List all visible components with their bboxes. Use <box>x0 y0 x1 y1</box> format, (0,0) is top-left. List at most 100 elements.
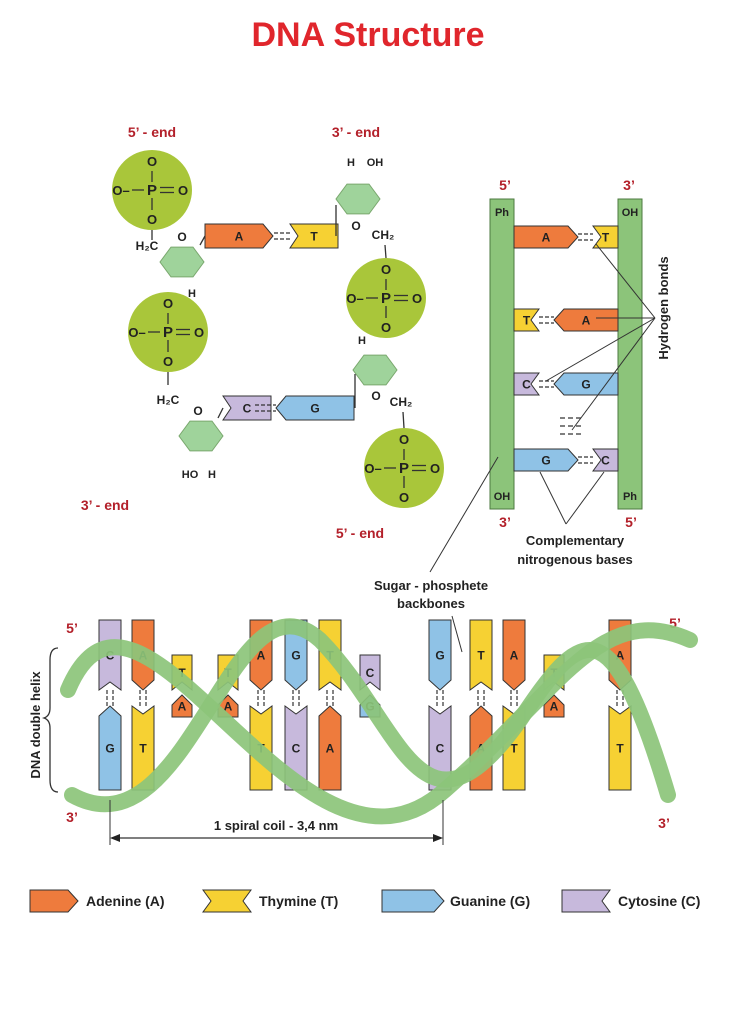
backbone-pointer-lower <box>451 615 463 653</box>
helix-pair-9-top-shape <box>469 619 493 691</box>
ladder-right-rail <box>617 198 643 510</box>
sugar-2-oxygen: O <box>193 404 202 418</box>
measure-label: 1 spiral coil - 3,4 nm <box>214 818 338 833</box>
hbond-pointer-1 <box>595 243 656 319</box>
ladder-top-right-label: 3’ <box>623 177 635 193</box>
sugar-3-oxygen: O <box>351 219 360 233</box>
legend-swatch-thymine <box>202 889 252 913</box>
helix-side-bracket <box>41 647 59 793</box>
legend-item-guanine: Guanine (G) <box>381 889 530 913</box>
helix-pair-4-top-letter: A <box>257 649 266 663</box>
chain-base-guanine: G <box>275 395 355 421</box>
phosphate-2-o-left: O– <box>128 325 145 340</box>
phosphate-2-p: P <box>163 324 173 341</box>
right-chain-top-end-label: 3’ - end <box>332 124 380 140</box>
phosphate-4-p: P <box>399 460 409 477</box>
phosphate-4-o-right: O <box>430 461 440 476</box>
phosphate-4-o-left: O– <box>364 461 381 476</box>
ladder-rail-top-right: OH <box>622 207 639 219</box>
ladder-bottom-left-label: 3’ <box>499 514 511 530</box>
helix-pair-0-bottom: G <box>98 705 122 791</box>
chain-base-cytosine-shape <box>222 395 272 421</box>
helix-pair-5-top-shape <box>284 619 308 691</box>
right-chain-bottom-end-label: 5’ - end <box>336 525 384 541</box>
sugar-2 <box>178 420 224 452</box>
hbond-pointer-3 <box>545 317 656 382</box>
helix-pair-8-top-letter: G <box>435 649 444 663</box>
phosphate-1-p: P <box>147 182 157 199</box>
complementary-pointer-2 <box>565 471 605 525</box>
ladder-rung-0-right: T <box>592 225 619 249</box>
sugar-2-base-link <box>217 407 224 419</box>
link-c-p3 <box>384 244 387 259</box>
chain-base-adenine-shape <box>204 223 274 249</box>
ladder-rung-1-right: A <box>553 308 619 332</box>
phosphate-4-o-bottom: O <box>399 490 409 505</box>
helix-pair-1-bottom-shape <box>131 705 155 791</box>
helix-pair-11-bottom-shape <box>543 694 565 718</box>
helix-side-label: DNA double helix <box>28 671 43 779</box>
helix-pair-12-bottom: T <box>608 705 632 791</box>
helix-pair-12-top-letter: A <box>616 649 625 663</box>
ladder-rung-3-right-letter: C <box>601 454 610 468</box>
phosphate-2-o-top: O <box>163 296 173 311</box>
ladder-bottom-right-label: 5’ <box>625 514 637 530</box>
helix-pair-0-bottom-letter: G <box>105 742 114 756</box>
ladder-rung-3-left-shape <box>513 448 579 472</box>
legend-item-cytosine: Cytosine (C) <box>561 889 700 913</box>
legend-label-adenine: Adenine (A) <box>86 893 165 909</box>
helix-pair-3-bottom-letter: A <box>224 700 233 714</box>
helix-left-top-label: 5’ <box>66 620 78 636</box>
sugar-3-h: H <box>347 157 355 169</box>
helix-pair-1-bottom-letter: T <box>139 742 147 756</box>
ladder-rung-2-left: C <box>513 372 540 396</box>
helix-backbone-strand-2 <box>64 618 676 813</box>
ladder-rung-3-right-shape <box>592 448 619 472</box>
hbond-pointer-4 <box>571 317 656 431</box>
measure-arrow-left <box>110 834 120 842</box>
legend-swatch-cytosine <box>561 889 611 913</box>
helix-right-bottom-label: 3’ <box>658 815 670 831</box>
legend-item-thymine: Thymine (T) <box>202 889 338 913</box>
ladder-rung-1-left-letter: T <box>523 314 531 328</box>
legend-label-cytosine: Cytosine (C) <box>618 893 700 909</box>
helix-pair-12-bottom-letter: T <box>616 742 624 756</box>
helix-pair-9-top-letter: T <box>477 649 485 663</box>
ladder-rung-0-right-letter: T <box>602 231 610 245</box>
h2c-label-1: H₂C <box>136 239 159 253</box>
helix-pair-6-bottom-shape <box>318 705 342 791</box>
helix-pair-6-bottom-letter: A <box>326 742 335 756</box>
page-title: DNA Structure <box>251 16 485 54</box>
ladder-top-left-label: 5’ <box>499 177 511 193</box>
ch2-label-1: CH₂ <box>372 228 395 242</box>
complementary-label-1: Complementary <box>526 533 625 548</box>
complementary-pointer-1 <box>539 471 567 525</box>
helix-pair-5-top: G <box>284 619 308 691</box>
sugar-2-ho: HO <box>182 469 199 481</box>
measure-arrow-right <box>433 834 443 842</box>
ladder-rung-2-right: G <box>553 372 619 396</box>
helix-pair-2-bottom-letter: A <box>178 700 187 714</box>
legend-label-guanine: Guanine (G) <box>450 893 530 909</box>
helix-pair-10-top-shape <box>502 619 526 691</box>
phosphate-2-o-right: O <box>194 325 204 340</box>
h2c-label-2: H₂C <box>157 393 180 407</box>
legend-swatch-adenine <box>29 889 79 913</box>
sugar-1 <box>159 246 205 278</box>
ladder-rung-2-right-letter: G <box>581 378 590 392</box>
ladder-rung-0-left: A <box>513 225 579 249</box>
phosphate-3-o-top: O <box>381 262 391 277</box>
ladder-rung-1-right-shape <box>553 308 619 332</box>
phosphate-3-o-right: O <box>412 291 422 306</box>
link-c-p4 <box>402 411 405 429</box>
ladder-rung-0-left-shape <box>513 225 579 249</box>
helix-right-top-label: 5’ <box>669 615 681 631</box>
helix-pair-7-top-letter: C <box>366 666 375 680</box>
ladder-rung-1-right-letter: A <box>582 314 591 328</box>
sugar-1-base-link <box>199 235 206 246</box>
